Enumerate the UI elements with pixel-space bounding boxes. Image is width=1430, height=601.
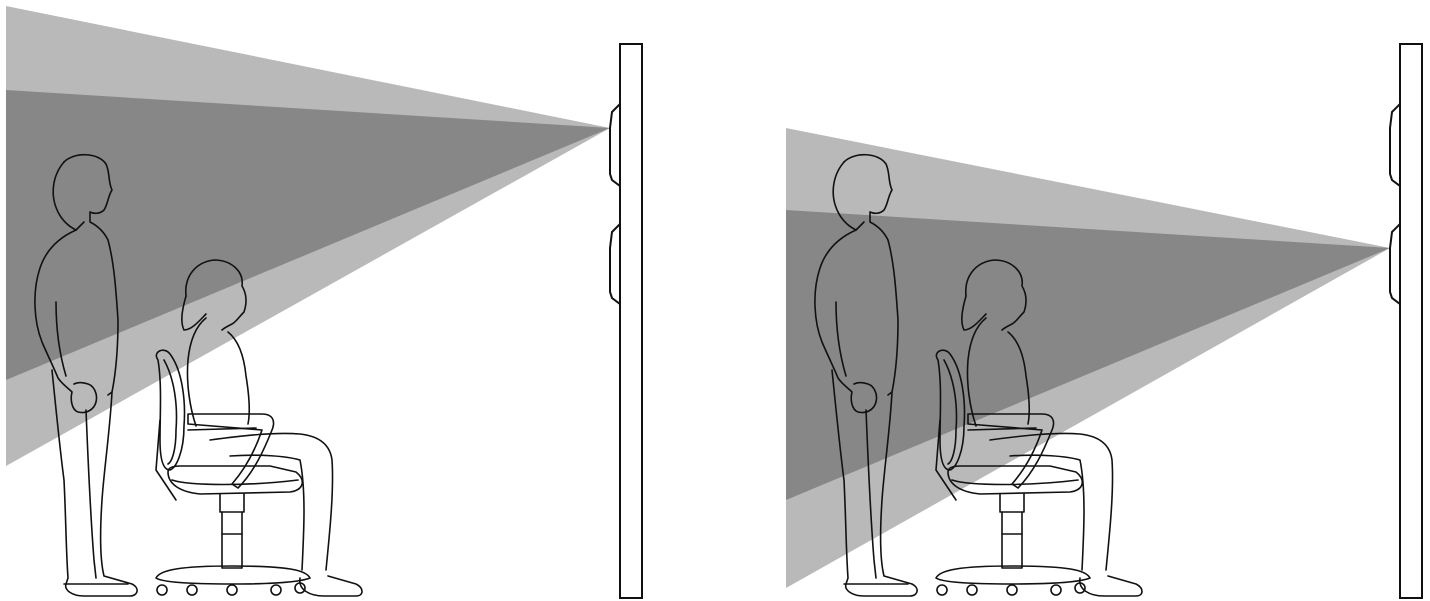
beam-inner-left [6,90,610,380]
wall-left [610,44,642,598]
beam-inner-right [786,210,1390,500]
panel-left-upper-sensor [6,6,642,598]
panel-right-lower-sensor [786,44,1422,598]
wall-right [1390,44,1422,598]
